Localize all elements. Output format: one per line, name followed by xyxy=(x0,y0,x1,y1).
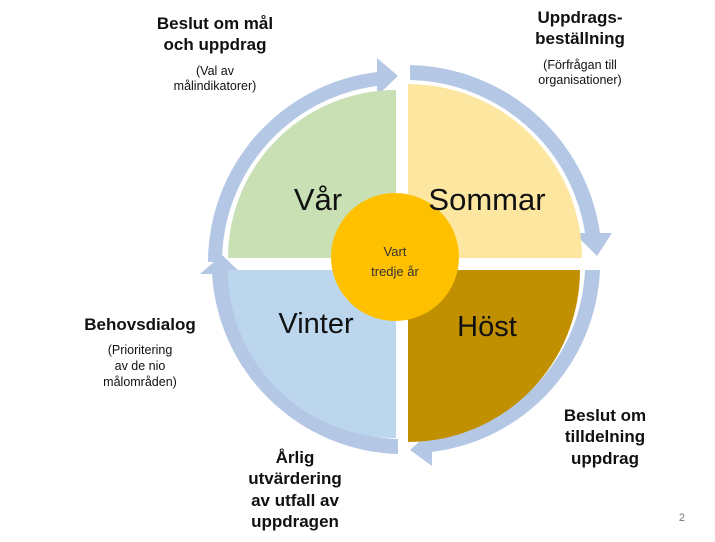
label-left-heading: Behovsdialog xyxy=(84,315,196,334)
arrow-winter-to-spring xyxy=(200,255,398,454)
label-top-right-note: (Förfrågan till organisationer) xyxy=(538,57,622,88)
cycle-ring xyxy=(200,58,612,466)
label-bottom-right: Beslut om tilldelning uppdrag xyxy=(530,405,680,469)
label-top-left-heading: Beslut om mål och uppdrag xyxy=(156,14,274,55)
label-left-note: (Prioritering av de nio målområden) xyxy=(103,343,177,389)
season-spring-label: Vår xyxy=(294,182,342,217)
label-top-left-note: (Val av målindikatorer) xyxy=(173,63,257,94)
arrow-spring-to-summer xyxy=(208,58,398,262)
arrow-autumn-to-winter xyxy=(410,270,600,466)
center-text-line2: tredje år xyxy=(371,264,419,279)
quadrant-summer xyxy=(408,84,582,258)
season-autumn-label: Höst xyxy=(457,311,517,343)
label-top-right: Uppdrags- beställning (Förfrågan till or… xyxy=(495,7,665,89)
label-bottom-right-heading: Beslut om tilldelning uppdrag xyxy=(563,406,647,468)
quadrant-autumn xyxy=(408,270,580,442)
label-top-left: Beslut om mål och uppdrag (Val av målind… xyxy=(130,13,300,95)
page-number: 2 xyxy=(678,512,685,524)
label-top-right-heading: Uppdrags- beställning xyxy=(535,8,625,49)
center-text-line1: Vart xyxy=(384,244,407,259)
label-bottom: Årlig utvärdering av utfall av uppdragen xyxy=(215,447,375,532)
season-summer-label: Sommar xyxy=(428,182,545,217)
center-circle xyxy=(331,193,459,321)
label-left: Behovsdialog (Prioritering av de nio mål… xyxy=(60,314,220,390)
arrow-summer-to-autumn xyxy=(410,65,612,256)
label-bottom-heading: Årlig utvärdering av utfall av uppdragen xyxy=(248,448,342,531)
quadrant-winter xyxy=(228,270,396,438)
season-winter-label: Vinter xyxy=(278,308,354,340)
